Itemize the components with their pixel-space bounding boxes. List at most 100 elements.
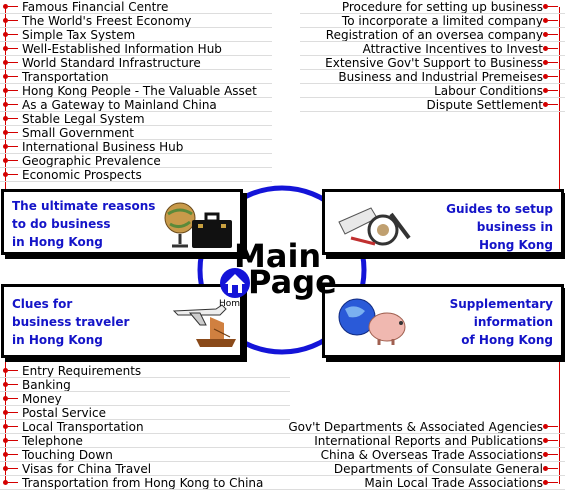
list-item[interactable]: Main Local Trade Associations <box>280 476 565 490</box>
list-item-label: Registration of an oversea company <box>325 28 543 42</box>
connector-tick <box>8 62 18 63</box>
bullet-dot-icon <box>3 74 8 79</box>
right-top-connector-line <box>559 7 560 189</box>
list-item[interactable]: Entry Requirements <box>0 364 290 378</box>
list-item[interactable]: Attractive Incentives to Invest <box>300 42 565 56</box>
bullet-dot-icon <box>3 32 8 37</box>
list-item-label: International Reports and Publications <box>314 434 543 448</box>
list-item[interactable]: Telephone <box>0 434 290 448</box>
connector-tick <box>8 146 18 147</box>
list-item[interactable]: The World's Freest Economy <box>0 14 272 28</box>
connector-tick <box>8 174 18 175</box>
bullet-dot-icon <box>543 438 548 443</box>
home-icon <box>220 268 250 298</box>
list-item-label: The World's Freest Economy <box>22 14 192 28</box>
list-item[interactable]: Economic Prospects <box>0 168 272 182</box>
list-item[interactable]: Touching Down <box>0 448 290 462</box>
list-item[interactable]: International Reports and Publications <box>280 434 565 448</box>
left-bottom-connector-line <box>5 356 6 484</box>
connector-tick <box>8 160 18 161</box>
list-item[interactable]: Money <box>0 392 290 406</box>
list-item[interactable]: To incorporate a limited company <box>300 14 565 28</box>
business-traveler-box[interactable]: Clues for business traveler in Hong Kong <box>1 284 243 358</box>
bullet-dot-icon <box>3 130 8 135</box>
list-item-label: Small Government <box>22 126 134 140</box>
globe-piggy-bank-icon <box>338 298 406 345</box>
list-item[interactable]: Visas for China Travel <box>0 462 290 476</box>
bullet-dot-icon <box>543 60 548 65</box>
list-item[interactable]: Local Transportation <box>0 420 290 434</box>
bullet-dot-icon <box>543 32 548 37</box>
list-item[interactable]: Registration of an oversea company <box>300 28 565 42</box>
list-item-label: Entry Requirements <box>22 364 142 378</box>
connector-tick <box>8 412 18 413</box>
connector-tick <box>548 48 558 49</box>
list-item[interactable]: Gov't Departments & Associated Agencies <box>280 420 565 434</box>
bullet-dot-icon <box>3 424 8 429</box>
list-item[interactable]: Stable Legal System <box>0 112 272 126</box>
connector-tick <box>548 34 558 35</box>
list-item[interactable]: World Standard Infrastructure <box>0 56 272 70</box>
list-item[interactable]: Labour Conditions <box>300 84 565 98</box>
list-item[interactable]: Transportation <box>0 70 272 84</box>
supplementary-info-box[interactable]: Supplementary information of Hong Kong <box>322 284 564 358</box>
connector-tick <box>548 454 558 455</box>
list-item[interactable]: International Business Hub <box>0 140 272 154</box>
supplementary-line-3: of Hong Kong <box>461 333 553 347</box>
bullet-dot-icon <box>3 396 8 401</box>
connector-tick <box>548 76 558 77</box>
home-button[interactable]: Home <box>216 267 254 311</box>
list-item[interactable]: Geographic Prevalence <box>0 154 272 168</box>
list-item[interactable]: As a Gateway to Mainland China <box>0 98 272 112</box>
bullet-dot-icon <box>3 4 8 9</box>
connector-tick <box>8 384 18 385</box>
list-item[interactable]: Simple Tax System <box>0 28 272 42</box>
list-item-label: Local Transportation <box>22 420 144 434</box>
supplementary-title: Supplementary information of Hong Kong <box>450 295 553 349</box>
guides-setup-box[interactable]: Guides to setup business in Hong Kong <box>322 189 564 255</box>
list-item[interactable]: Famous Financial Centre <box>0 0 272 14</box>
list-item[interactable]: China & Overseas Trade Associations <box>280 448 565 462</box>
ultimate-reasons-title: The ultimate reasons to do business in H… <box>12 197 155 251</box>
bullet-dot-icon <box>3 18 8 23</box>
list-item-label: Stable Legal System <box>22 112 145 126</box>
list-item[interactable]: Small Government <box>0 126 272 140</box>
clues-line-3: in Hong Kong <box>12 333 103 347</box>
connector-tick <box>548 104 558 105</box>
connector-tick <box>548 426 558 427</box>
bullet-dot-icon <box>543 466 548 471</box>
list-item[interactable]: Procedure for setting up business <box>300 0 565 14</box>
list-item-label: Well-Established Information Hub <box>22 42 222 56</box>
list-item[interactable]: Postal Service <box>0 406 290 420</box>
bullet-dot-icon <box>3 438 8 443</box>
list-item[interactable]: Banking <box>0 378 290 392</box>
list-item[interactable]: Dispute Settlement <box>300 98 565 112</box>
list-item-label: Geographic Prevalence <box>22 154 161 168</box>
list-item-label: Simple Tax System <box>22 28 136 42</box>
list-item[interactable]: Hong Kong People - The Valuable Asset <box>0 84 272 98</box>
bullet-dot-icon <box>3 172 8 177</box>
list-item[interactable]: Transportation from Hong Kong to China <box>0 476 290 490</box>
list-item[interactable]: Well-Established Information Hub <box>0 42 272 56</box>
tools-icon <box>338 207 411 246</box>
list-item-label: Procedure for setting up business <box>341 0 543 14</box>
list-item[interactable]: Departments of Consulate General <box>280 462 565 476</box>
list-item-label: Labour Conditions <box>434 84 543 98</box>
connector-tick <box>8 454 18 455</box>
clues-line-2: business traveler <box>12 315 130 329</box>
list-item[interactable]: Business and Industrial Premeises <box>300 70 565 84</box>
ultimate-reasons-box[interactable]: The ultimate reasons to do business in H… <box>1 189 243 255</box>
list-item-label: Main Local Trade Associations <box>364 476 543 490</box>
list-item[interactable]: Extensive Gov't Support to Business <box>300 56 565 70</box>
connector-tick <box>8 48 18 49</box>
supplementary-line-1: Supplementary <box>449 297 553 311</box>
list-item-label: World Standard Infrastructure <box>22 56 201 70</box>
reasons-line-1: The ultimate reasons <box>12 199 156 213</box>
connector-tick <box>8 440 18 441</box>
bullet-dot-icon <box>3 158 8 163</box>
list-item-label: Telephone <box>22 434 83 448</box>
bullet-dot-icon <box>543 480 548 485</box>
bullet-dot-icon <box>3 452 8 457</box>
